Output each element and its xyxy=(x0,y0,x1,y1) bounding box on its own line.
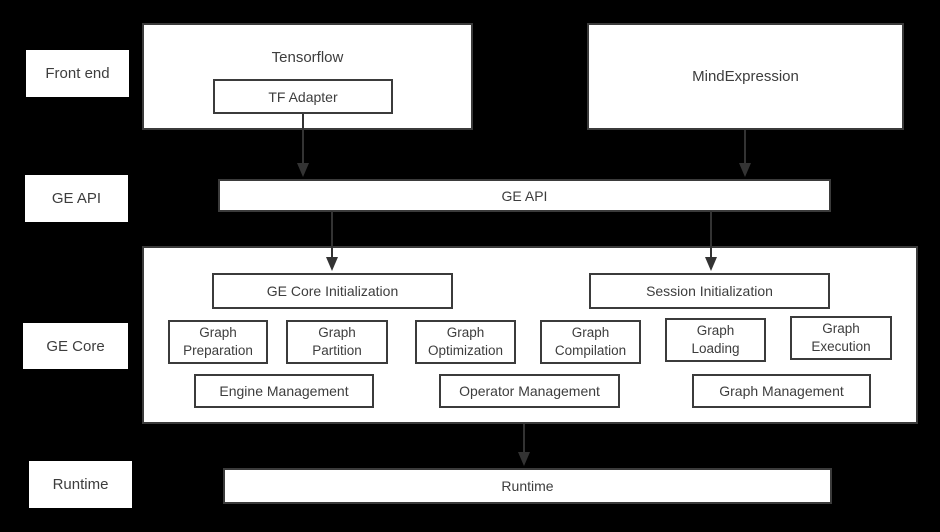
node-graph-management: Graph Management xyxy=(692,374,871,408)
row-label-ge-api: GE API xyxy=(25,175,128,222)
node-session-initialization: Session Initialization xyxy=(589,273,830,309)
node-graph-optimization: Graph Optimization xyxy=(415,320,516,364)
arrow-shaft xyxy=(710,211,712,259)
arrow-tf-adapter-to-ge-api xyxy=(297,114,309,177)
arrow-head-icon xyxy=(326,257,338,271)
arrow-mindexpression-to-ge-api xyxy=(739,130,751,177)
arrow-head-icon xyxy=(297,163,309,177)
row-label-front-end: Front end xyxy=(26,50,129,97)
node-tf-adapter: TF Adapter xyxy=(213,79,393,114)
arrow-ge-api-to-ge-core-init xyxy=(326,211,338,271)
arrow-head-icon xyxy=(705,257,717,271)
node-ge-api-bar: GE API xyxy=(218,179,831,212)
node-engine-management: Engine Management xyxy=(194,374,374,408)
node-graph-preparation: Graph Preparation xyxy=(168,320,268,364)
arrow-shaft xyxy=(744,130,746,165)
node-graph-partition: Graph Partition xyxy=(286,320,388,364)
tensorflow-label: Tensorflow xyxy=(271,49,344,66)
node-graph-compilation: Graph Compilation xyxy=(540,320,641,364)
arrow-shaft xyxy=(302,114,304,165)
row-label-runtime: Runtime xyxy=(29,461,132,508)
arrow-head-icon xyxy=(739,163,751,177)
arrow-ge-api-to-session-init xyxy=(705,211,717,271)
node-mindexpression: MindExpression xyxy=(587,23,904,130)
node-runtime-bar: Runtime xyxy=(223,468,832,504)
node-graph-loading: Graph Loading xyxy=(665,318,766,362)
node-ge-core-initialization: GE Core Initialization xyxy=(212,273,453,309)
arrow-shaft xyxy=(523,424,525,454)
row-label-ge-core: GE Core xyxy=(23,323,128,369)
arrow-head-icon xyxy=(518,452,530,466)
arrow-ge-core-to-runtime xyxy=(518,424,530,466)
arrow-shaft xyxy=(331,211,333,259)
node-operator-management: Operator Management xyxy=(439,374,620,408)
node-graph-execution: Graph Execution xyxy=(790,316,892,360)
